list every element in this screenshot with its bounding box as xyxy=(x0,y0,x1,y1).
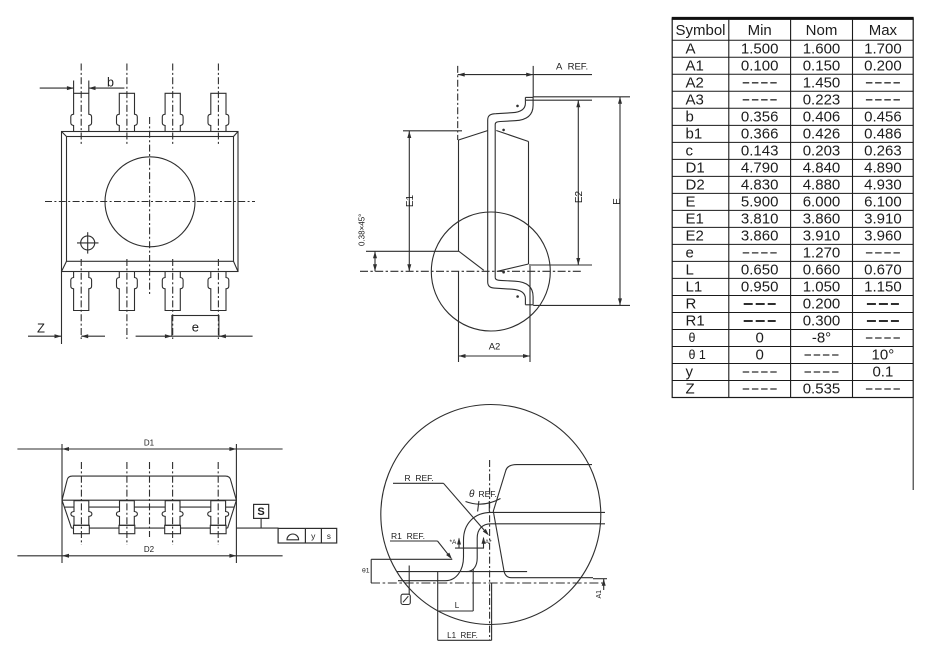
svg-text:0.356: 0.356 xyxy=(741,109,779,126)
svg-text:Z: Z xyxy=(37,321,45,336)
svg-text:y: y xyxy=(686,364,694,381)
svg-text:0.660: 0.660 xyxy=(803,262,841,279)
svg-text:R1 REF.: R1 REF. xyxy=(391,531,425,541)
svg-text:3.910: 3.910 xyxy=(803,228,841,245)
svg-text:R: R xyxy=(686,296,697,313)
svg-text:A REF.: A REF. xyxy=(556,62,588,73)
svg-text:y: y xyxy=(311,531,316,541)
svg-text:10°: 10° xyxy=(872,347,895,364)
svg-text:E2: E2 xyxy=(574,190,585,203)
svg-text:b: b xyxy=(107,76,114,90)
svg-text:0.406: 0.406 xyxy=(803,109,841,126)
svg-text:4.890: 4.890 xyxy=(864,160,902,177)
svg-text:D1: D1 xyxy=(686,160,705,177)
svg-text:4.840: 4.840 xyxy=(803,160,841,177)
svg-text:e: e xyxy=(686,245,694,262)
svg-text:R1: R1 xyxy=(686,313,705,330)
svg-text:REF.: REF. xyxy=(479,489,497,499)
svg-text:1.500: 1.500 xyxy=(741,41,779,58)
svg-text:0: 0 xyxy=(756,330,764,347)
svg-text:0.456: 0.456 xyxy=(864,109,902,126)
svg-text:A3: A3 xyxy=(686,92,704,109)
svg-text:4.830: 4.830 xyxy=(741,177,779,194)
svg-text:0.426: 0.426 xyxy=(803,126,841,143)
svg-text:s: s xyxy=(327,532,331,541)
svg-text:0.366: 0.366 xyxy=(741,126,779,143)
svg-text:0.670: 0.670 xyxy=(864,262,902,279)
svg-text:4.790: 4.790 xyxy=(741,160,779,177)
svg-text:θ1: θ1 xyxy=(362,568,370,575)
svg-text:6.100: 6.100 xyxy=(864,194,902,211)
svg-text:Symbol: Symbol xyxy=(675,22,725,39)
svg-text:L: L xyxy=(455,601,460,610)
svg-text:0.200: 0.200 xyxy=(803,296,841,313)
svg-text:L1 REF.: L1 REF. xyxy=(447,631,478,640)
svg-text:0.38×45°: 0.38×45° xyxy=(358,214,367,246)
svg-text:Min: Min xyxy=(748,22,772,39)
svg-text:b1: b1 xyxy=(686,126,703,143)
svg-text:3.910: 3.910 xyxy=(864,211,902,228)
svg-text:Nom: Nom xyxy=(806,22,838,39)
svg-text:θ: θ xyxy=(689,331,696,345)
svg-text:E1: E1 xyxy=(686,211,704,228)
svg-text:L1: L1 xyxy=(686,279,703,296)
svg-text:A: A xyxy=(686,41,696,58)
svg-text:θ 1: θ 1 xyxy=(689,348,706,362)
svg-text:D1: D1 xyxy=(144,439,155,448)
svg-text:S: S xyxy=(257,506,264,518)
svg-text:-8°: -8° xyxy=(812,330,831,347)
svg-text:1.150: 1.150 xyxy=(864,279,902,296)
svg-text:0.486: 0.486 xyxy=(864,126,902,143)
svg-text:A2: A2 xyxy=(686,75,704,92)
svg-text:0.950: 0.950 xyxy=(741,279,779,296)
svg-text:Z: Z xyxy=(686,381,695,398)
svg-text:A1: A1 xyxy=(596,590,603,599)
svg-text:1.600: 1.600 xyxy=(803,41,841,58)
svg-text:0.223: 0.223 xyxy=(803,92,841,109)
svg-text:4.930: 4.930 xyxy=(864,177,902,194)
svg-text:E2: E2 xyxy=(686,228,704,245)
svg-text:3.860: 3.860 xyxy=(803,211,841,228)
svg-text:L: L xyxy=(686,262,694,279)
svg-text:E: E xyxy=(686,194,696,211)
svg-text:6.000: 6.000 xyxy=(803,194,841,211)
svg-text:1.700: 1.700 xyxy=(864,41,902,58)
svg-text:3.810: 3.810 xyxy=(741,211,779,228)
svg-text:3.860: 3.860 xyxy=(741,228,779,245)
svg-text:E: E xyxy=(612,198,623,205)
svg-text:0.203: 0.203 xyxy=(803,143,841,160)
svg-text:1.050: 1.050 xyxy=(803,279,841,296)
svg-text:1.270: 1.270 xyxy=(803,245,841,262)
svg-text:b: b xyxy=(686,109,694,126)
svg-text:A2: A2 xyxy=(489,342,501,353)
svg-text:Max: Max xyxy=(869,22,898,39)
svg-text:0.650: 0.650 xyxy=(741,262,779,279)
svg-text:4.880: 4.880 xyxy=(803,177,841,194)
svg-text:0.1: 0.1 xyxy=(872,364,893,381)
svg-text:D2: D2 xyxy=(144,545,155,554)
svg-text:R REF.: R REF. xyxy=(405,473,434,483)
svg-text:A*: A* xyxy=(485,539,492,546)
svg-text:0.150: 0.150 xyxy=(803,58,841,75)
svg-text:0.300: 0.300 xyxy=(803,313,841,330)
svg-text:0.143: 0.143 xyxy=(741,143,779,160)
svg-text:3.960: 3.960 xyxy=(864,228,902,245)
svg-text:E1: E1 xyxy=(405,194,416,207)
svg-text:0.200: 0.200 xyxy=(864,58,902,75)
svg-text:0.100: 0.100 xyxy=(741,58,779,75)
svg-text:0.535: 0.535 xyxy=(803,381,841,398)
svg-text:5.900: 5.900 xyxy=(741,194,779,211)
svg-text:1.450: 1.450 xyxy=(803,75,841,92)
svg-text:0.263: 0.263 xyxy=(864,143,902,160)
svg-text:θ: θ xyxy=(469,489,475,500)
svg-text:e: e xyxy=(192,320,199,335)
svg-text:A1: A1 xyxy=(686,58,704,75)
svg-text:c: c xyxy=(686,143,694,160)
svg-text:*A: *A xyxy=(450,539,458,546)
svg-text:D2: D2 xyxy=(686,177,705,194)
svg-text:0: 0 xyxy=(756,347,764,364)
